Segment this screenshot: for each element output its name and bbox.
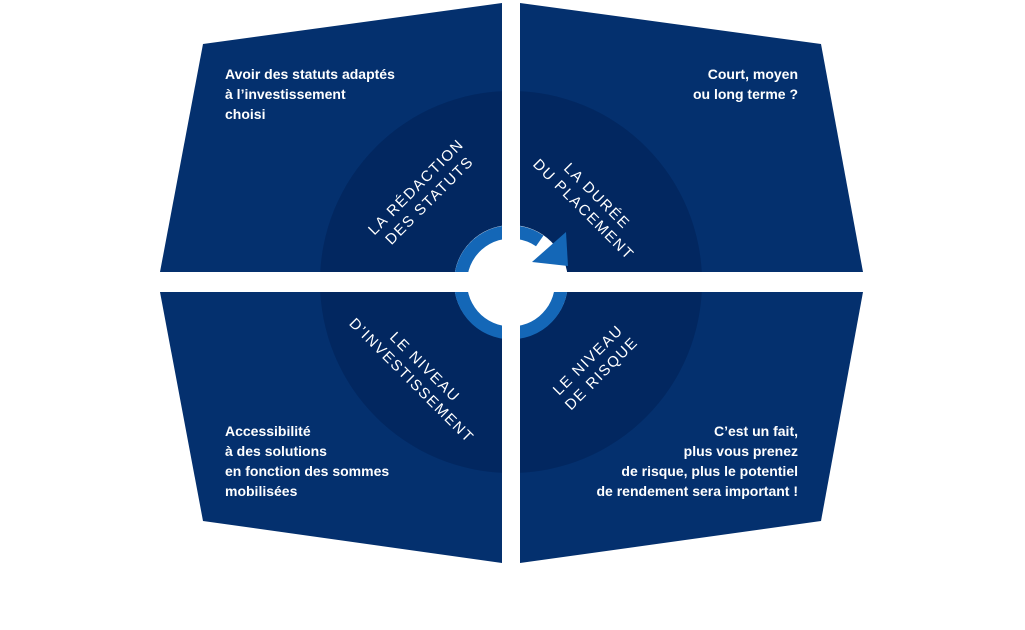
- inner-circle-top-right: [520, 91, 702, 272]
- cycle-arrow-icon: [440, 210, 582, 354]
- description-top-left: Avoir des statuts adaptés à l’investisse…: [225, 64, 395, 124]
- description-line: Accessibilité: [225, 423, 311, 439]
- description-top-right: Court, moyen ou long terme ?: [693, 64, 798, 104]
- description-line: C’est un fait,: [713, 423, 798, 439]
- description-line: ou long terme ?: [693, 86, 798, 102]
- cross-gap-vertical: [502, 210, 520, 354]
- description-bottom-left: Accessibilité à des solutions en fonctio…: [225, 421, 389, 501]
- inner-circle-bottom-left: [320, 292, 502, 473]
- description-line: mobilisées: [225, 483, 298, 499]
- description-line: de rendement sera important !: [596, 483, 799, 499]
- description-line: à des solutions: [225, 443, 327, 459]
- description-line: de risque, plus le potentiel: [621, 463, 798, 479]
- description-line: Avoir des statuts adaptés: [225, 66, 395, 82]
- inner-circle-bottom-right: [520, 292, 702, 473]
- description-line: à l’investissement: [225, 86, 346, 102]
- description-line: Court, moyen: [707, 66, 798, 82]
- description-line: choisi: [225, 106, 266, 122]
- cycle-arrow-head: [532, 232, 568, 266]
- description-line: en fonction des sommes: [225, 463, 390, 479]
- description-line: plus vous prenez: [683, 443, 798, 459]
- inner-circle-top-left: [320, 91, 502, 272]
- description-bottom-right: C’est un fait, plus vous prenez de risqu…: [597, 421, 799, 501]
